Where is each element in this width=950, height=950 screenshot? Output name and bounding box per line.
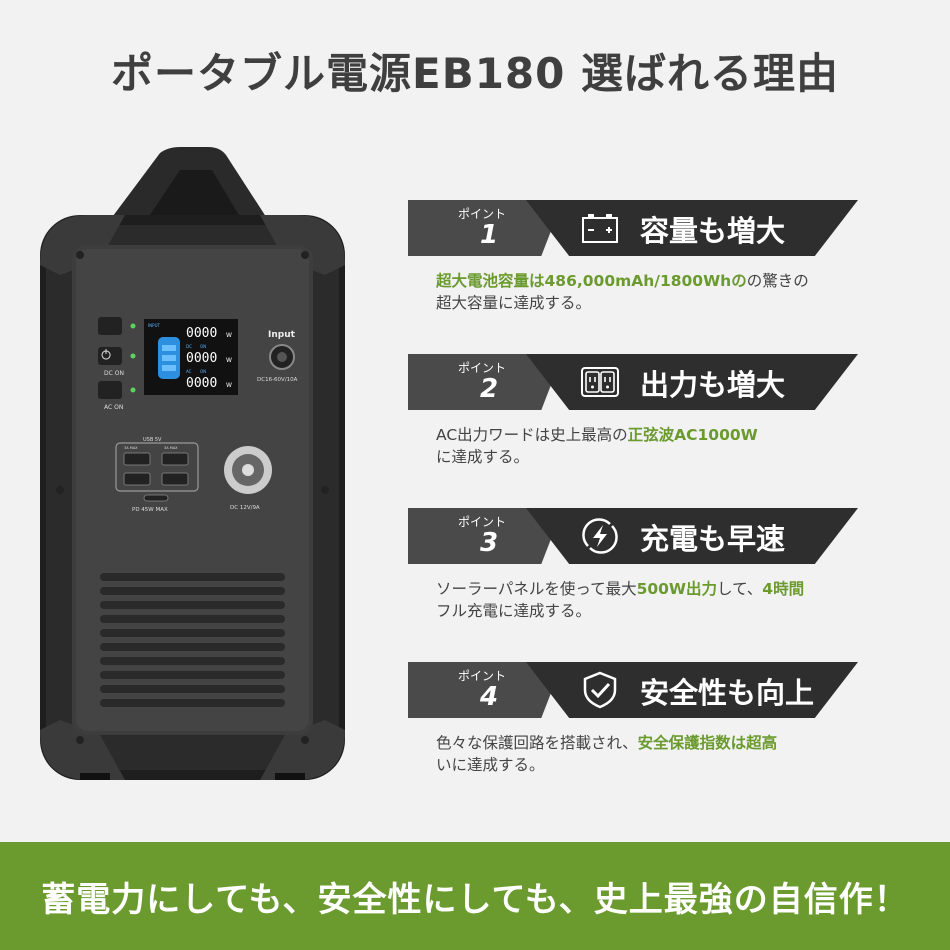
point-2-description: AC出力ワードは史上最高の正弦波AC1000W に達成する。 (436, 424, 858, 468)
point-4-text-2: いに達成する。 (436, 756, 545, 774)
point-1-heading: 容量も増大 (640, 214, 786, 248)
point-2: ポイント 2 出力も増大 AC出力ワードは史上最高の正弦波AC1000W に達成… (408, 354, 858, 468)
point-1-bar: ポイント 1 容量も増大 (408, 200, 858, 256)
lcd-input-label: INPUT (148, 323, 161, 328)
ac-on-label: AC ON (104, 404, 123, 411)
point-3-description: ソーラーパネルを使って最大500W出力して、4時間 フル充電に達成する。 (436, 578, 858, 622)
power-icon (101, 349, 111, 360)
point-3-number: 3 (480, 528, 499, 558)
pd-label: PD 45W MAX (132, 507, 168, 513)
point-2-number: 2 (480, 374, 499, 404)
portable-power-station-image: DC ON AC ON INPUT 0000 W DC ON 0000 W AC… (40, 147, 345, 780)
point-2-text-1: AC出力ワードは史上最高の (436, 426, 628, 444)
point-4-bar: ポイント 4 安全性も向上 (408, 662, 858, 718)
point-3-heading: 充電も早速 (640, 522, 786, 556)
input-label: Input (268, 330, 296, 340)
point-4-highlight: 安全保護指数は超高 (637, 734, 778, 752)
lcd-unit-3: W (226, 382, 232, 389)
lcd-ac-label: AC (186, 369, 192, 374)
point-2-label: ポイント (458, 361, 507, 375)
point-4-badge: ポイント 4 (408, 662, 563, 718)
point-1-highlight: 超大電池容量は486,000mAh/1800Whの (436, 272, 747, 290)
point-3-bar: ポイント 3 充電も早速 (408, 508, 858, 564)
point-4-description: 色々な保護回路を搭載され、安全保護指数は超高 いに達成する。 (436, 732, 858, 776)
point-3-text-3: フル充電に達成する。 (436, 602, 592, 620)
point-2-heading: 出力も増大 (640, 368, 786, 402)
lcd-value-2: 0000 (186, 351, 217, 366)
point-4-label: ポイント (458, 669, 507, 683)
battery-icon (582, 214, 618, 243)
point-1-heading-bar (526, 200, 858, 256)
point-3-highlight-1: 500W出力 (636, 580, 718, 598)
point-4: ポイント 4 安全性も向上 色々な保護回路を搭載され、安全保護指数は超高 いに達… (408, 662, 858, 776)
footer-banner: 蓄電力にしても、安全性にしても、史上最強の自信作！ (0, 842, 950, 950)
point-4-heading-bar (526, 662, 858, 718)
dc12-label: DC 12V/9A (230, 505, 260, 511)
lcd-dc-label: DC (186, 344, 192, 349)
lcd-ac-on: ON (200, 369, 206, 374)
lightning-icon (582, 518, 618, 554)
point-3-text-2: して、 (717, 580, 763, 598)
usb-3a-left: 3A MAX (124, 446, 138, 450)
usb-3a-right: 3A MAX (164, 446, 178, 450)
point-3: ポイント 3 充電も早速 ソーラーパネルを使って最大500W出力して、4時間 フ… (408, 508, 858, 622)
point-2-highlight: 正弦波AC1000W (627, 426, 758, 444)
shield-check-icon (583, 671, 617, 709)
point-1: ポイント 1 容量も増大 超大電池容量は486,000mAh/1800Whのの驚… (408, 200, 858, 314)
point-1-label: ポイント (458, 207, 507, 221)
outlet-icon (581, 367, 619, 397)
point-3-label: ポイント (458, 515, 507, 529)
point-1-text-1: の驚きの (746, 272, 809, 290)
lcd-value-1: 0000 (186, 326, 217, 341)
point-2-text-2: に達成する。 (436, 448, 530, 466)
point-1-number: 1 (480, 220, 499, 250)
usb-label: USB 5V (143, 437, 162, 443)
point-4-heading: 安全性も向上 (640, 676, 815, 710)
lcd-unit-1: W (226, 332, 232, 339)
point-2-bar: ポイント 2 出力も増大 (408, 354, 858, 410)
footer-text: 蓄電力にしても、安全性にしても、史上最強の自信作！ (41, 880, 909, 920)
point-3-highlight-2: 4時間 (762, 580, 805, 598)
point-4-text-1: 色々な保護回路を搭載され、 (436, 734, 638, 752)
point-1-text-2: 超大容量に達成する。 (436, 294, 592, 312)
lcd-unit-2: W (226, 357, 232, 364)
point-3-text-1: ソーラーパネルを使って最大 (436, 580, 637, 598)
input-spec-label: DC16-60V/10A (257, 377, 298, 383)
dc-on-label: DC ON (104, 370, 124, 377)
point-3-badge: ポイント 3 (408, 508, 563, 564)
lcd-value-3: 0000 (186, 376, 217, 391)
point-3-heading-bar (526, 508, 858, 564)
lcd-dc-on: ON (200, 344, 206, 349)
point-4-number: 4 (480, 682, 499, 712)
point-2-badge: ポイント 2 (408, 354, 563, 410)
point-1-description: 超大電池容量は486,000mAh/1800Whのの驚きの 超大容量に達成する。 (436, 270, 858, 314)
page-title: ポータブル電源EB180 選ばれる理由 (111, 49, 839, 98)
